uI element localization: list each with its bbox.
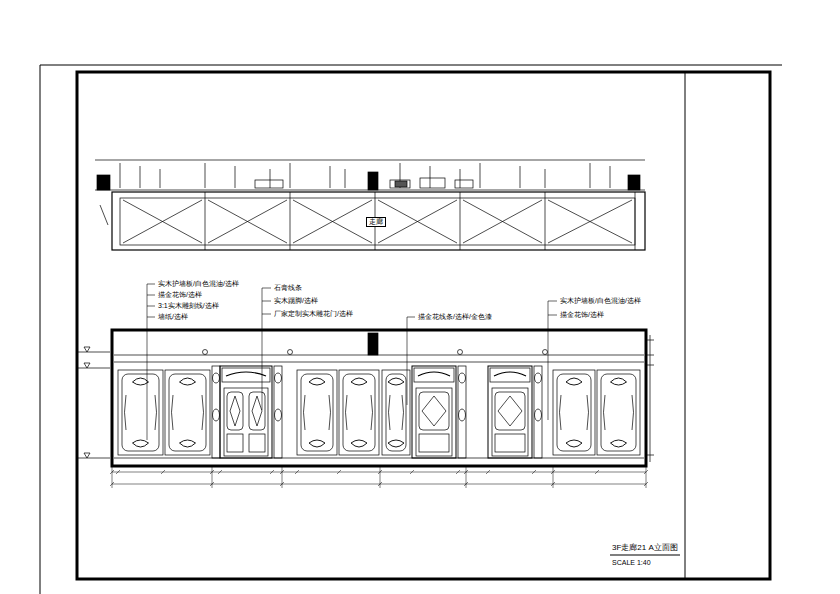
scale-note: SCALE 1:40: [612, 559, 651, 567]
callout-text: 墙纸/选样: [158, 313, 188, 321]
room-tag: 走廊: [366, 217, 386, 227]
callout-text: 实木护墙板/白色混油/选样: [560, 297, 641, 305]
callout-text: 厂家定制实木雕花门/选样: [274, 310, 353, 318]
callout-text: 描金花线条/选样/金色漆: [418, 313, 492, 321]
callout-text: 石膏线条: [274, 284, 302, 292]
callout-text: 描金花饰/选样: [158, 291, 202, 299]
callout-text: 实木踢脚/选样: [274, 297, 318, 305]
callout-text: 3:1实木雕刻线/选样: [158, 302, 219, 310]
callout-text: 描金花饰/选样: [560, 311, 604, 319]
drawing-title: 3F走廊21 A立面图: [612, 544, 678, 553]
callout-text: 实木护墙板/白色混油/选样: [158, 280, 239, 288]
